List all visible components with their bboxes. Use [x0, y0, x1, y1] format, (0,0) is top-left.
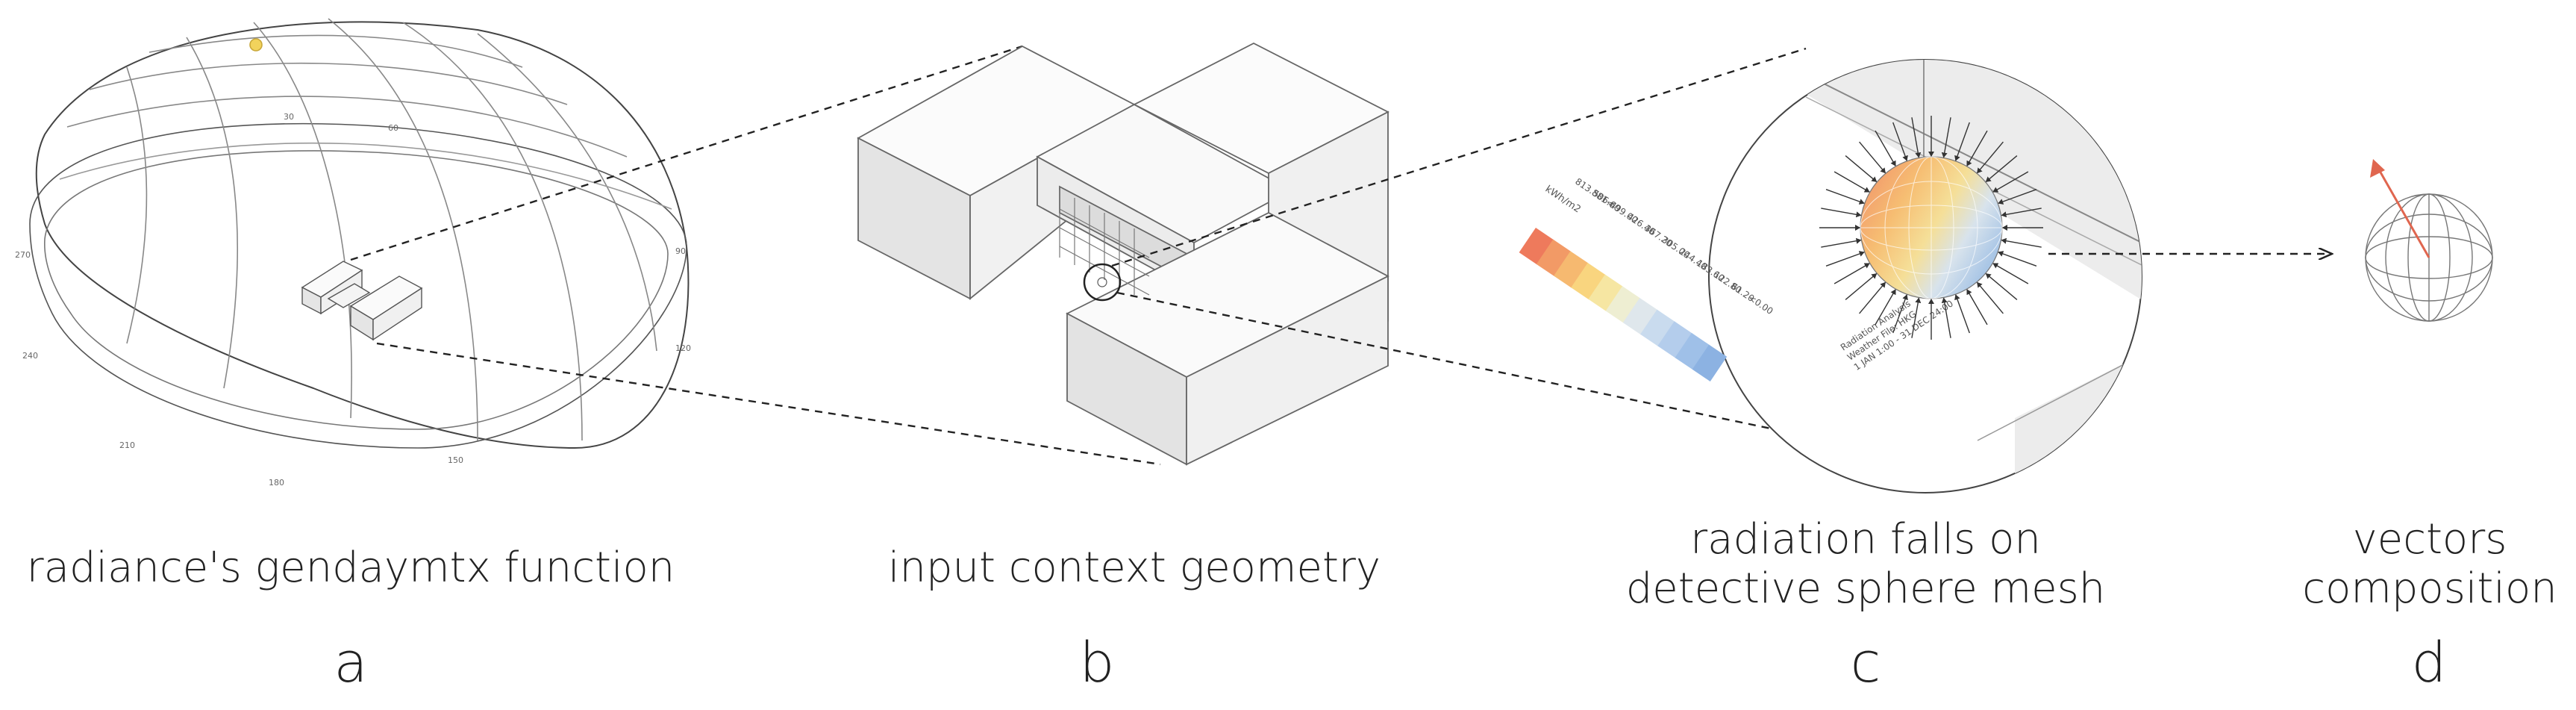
- radiation-ray: [1833, 171, 1871, 193]
- radiation-ray: [1859, 281, 1886, 314]
- radiation-ray: [1859, 141, 1886, 174]
- radiation-ray: [1875, 288, 1897, 326]
- caption-d-line-2: composition: [2302, 564, 2557, 613]
- legend-color-cell: [1605, 286, 1641, 323]
- radiation-ray: [1845, 155, 1878, 183]
- radiation-ray: [1892, 122, 1908, 161]
- projection-lines-b-c: [1111, 47, 1829, 442]
- radiation-ray: [1998, 251, 2037, 267]
- radiation-ray: [1985, 273, 2018, 300]
- radiation-ray: [1825, 251, 1865, 267]
- radiation-ray: [1966, 288, 1988, 326]
- radiation-ray: [1976, 281, 2004, 314]
- detector-sphere: [1819, 116, 2043, 340]
- radiation-ray: [1892, 294, 1908, 334]
- radiation-ray: [1941, 117, 1951, 158]
- context-geometry-large: [857, 42, 1389, 466]
- legend-color-cell: [1554, 251, 1589, 288]
- svg-text:120: 120: [675, 343, 691, 353]
- svg-text:180: 180: [269, 478, 284, 488]
- legend-color-cell: [1692, 344, 1728, 382]
- legend-color-cell: [1588, 274, 1623, 312]
- svg-text:240: 240: [22, 351, 38, 361]
- legend-color-cell: [1622, 297, 1658, 335]
- panel-letter-b: b: [1079, 631, 1115, 695]
- caption-a: radiance's gendaymtx function: [0, 544, 701, 593]
- radiation-ray: [1998, 189, 2037, 205]
- radiation-ray: [1875, 130, 1897, 167]
- radiation-ray: [1966, 130, 1988, 167]
- svg-text:150: 150: [448, 455, 463, 465]
- svg-text:60: 60: [388, 123, 398, 133]
- svg-text:90: 90: [675, 246, 686, 256]
- legend-color-cell: [1571, 262, 1606, 300]
- radiation-ray: [1954, 122, 1970, 161]
- radiation-ray: [1954, 294, 1970, 334]
- panel-letter-d: d: [2411, 631, 2447, 695]
- radiation-ray: [1821, 237, 1862, 248]
- legend-color-cell: [1536, 239, 1572, 277]
- legend-title: kWh/m2: [1543, 184, 1583, 216]
- radiation-ray: [1941, 297, 1951, 338]
- caption-d: vectors composition: [2283, 515, 2576, 614]
- caption-b-line-1: input context geometry: [887, 544, 1381, 592]
- sky-dome-diagram: 270 240 210 180 150 120 90 60 30: [15, 18, 691, 488]
- caption-a-line-1: radiance's gendaymtx function: [26, 544, 675, 592]
- radiation-ray: [1985, 155, 2018, 183]
- caption-c-line-2: detective sphere mesh: [1625, 564, 2106, 613]
- radiation-ray: [1992, 262, 2029, 284]
- projection-lines-a-b: [350, 45, 1161, 466]
- legend-color-cell: [1519, 228, 1554, 265]
- resultant-vector-arrow: [2370, 159, 2430, 258]
- radiation-legend-bar: [1519, 228, 1728, 382]
- svg-text:210: 210: [119, 440, 135, 450]
- radiation-ray: [1911, 117, 1922, 158]
- panel-letter-c: c: [1850, 631, 1881, 695]
- radiation-ray: [1992, 171, 2029, 193]
- radiation-ray: [1976, 141, 2004, 174]
- radiation-ray: [1911, 297, 1922, 338]
- radiation-ray: [1845, 273, 1878, 300]
- legend-color-cell: [1657, 321, 1692, 358]
- svg-text:270: 270: [15, 250, 31, 260]
- caption-c: radiation falls on detective sphere mesh: [1567, 515, 2164, 614]
- panel-letter-a: a: [334, 631, 368, 695]
- vector-sphere: [2365, 193, 2493, 322]
- caption-b: input context geometry: [828, 544, 1440, 593]
- legend-color-cell: [1640, 309, 1675, 346]
- radiation-ray: [2001, 237, 2042, 248]
- radiation-ray: [1833, 262, 1871, 284]
- caption-c-line-1: radiation falls on: [1690, 515, 2041, 564]
- radiation-ray: [2001, 208, 2042, 218]
- radiation-ray: [1821, 208, 1862, 218]
- context-geometry-small: [301, 261, 423, 341]
- legend-color-cell: [1675, 332, 1710, 370]
- radiation-ray: [1825, 189, 1865, 205]
- caption-d-line-1: vectors: [2352, 515, 2507, 564]
- svg-text:30: 30: [284, 112, 294, 122]
